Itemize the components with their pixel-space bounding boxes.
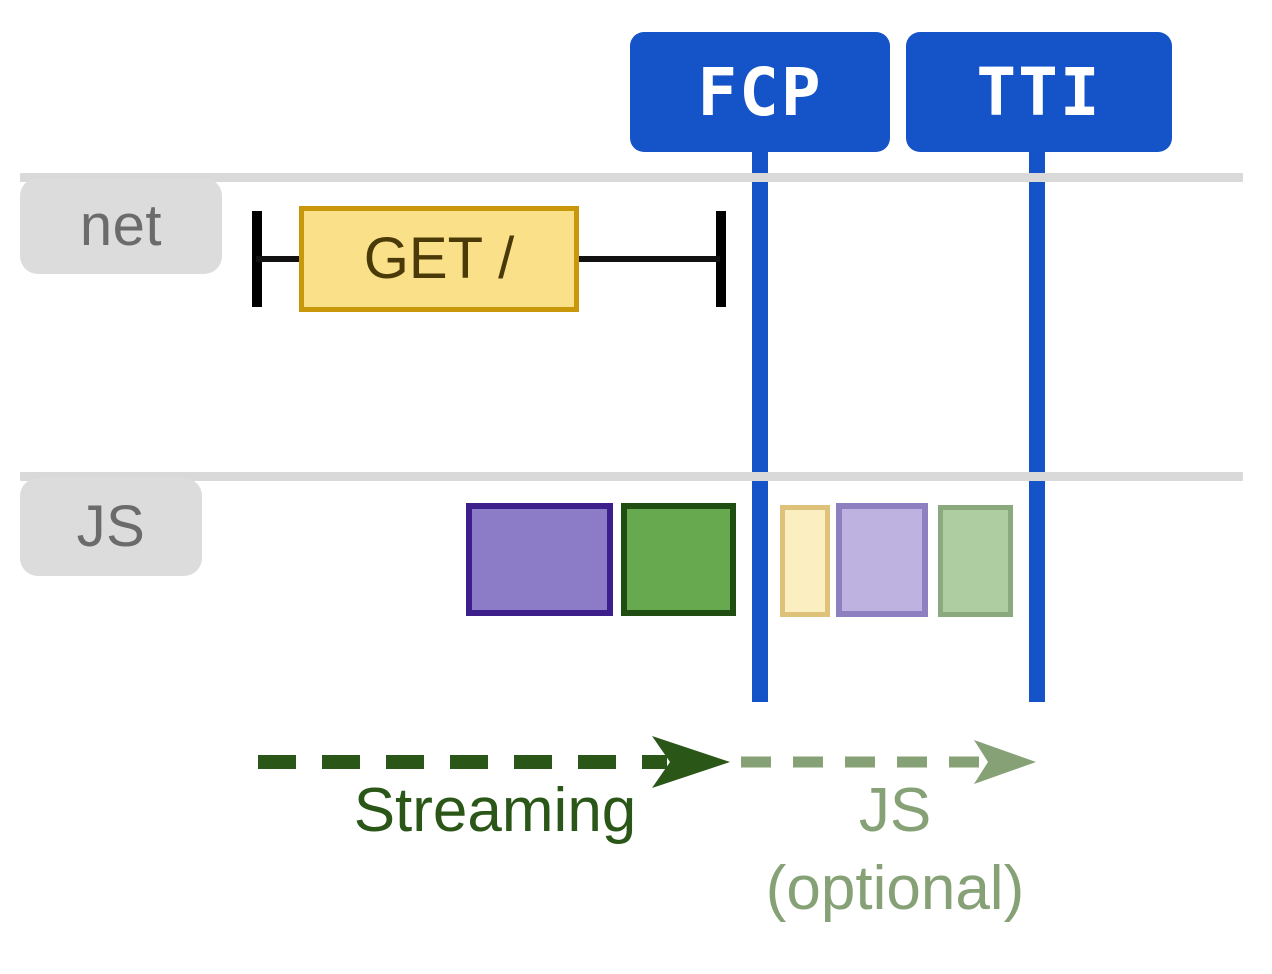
lane-label-net: net: [20, 178, 222, 274]
milestone-tti-badge[interactable]: TTI: [906, 32, 1172, 152]
request-label-box[interactable]: GET /: [299, 206, 579, 312]
lane-rule-js: [20, 472, 1243, 481]
lane-rule-net: [20, 173, 1243, 182]
milestone-tti-line: [1029, 152, 1045, 702]
js-task-block-4[interactable]: [836, 503, 928, 617]
streaming-arrow-icon: [258, 736, 730, 788]
request-end-whisker: [716, 211, 726, 307]
milestone-fcp-line: [752, 152, 768, 702]
request-trailing-line: [574, 256, 720, 262]
js-task-block-3[interactable]: [780, 505, 830, 617]
js-task-block-1[interactable]: [466, 503, 613, 616]
request-leading-line: [256, 256, 304, 262]
milestone-fcp-badge[interactable]: FCP: [630, 32, 890, 152]
js-optional-arrow-icon: [741, 740, 1036, 784]
phase-js-label: JS: [858, 776, 932, 845]
phase-streaming-label: Streaming: [353, 776, 637, 845]
phase-js-sublabel: (optional): [765, 854, 1025, 923]
js-task-block-5[interactable]: [938, 505, 1013, 617]
lane-label-js: JS: [20, 478, 202, 576]
js-task-block-2[interactable]: [621, 503, 736, 616]
